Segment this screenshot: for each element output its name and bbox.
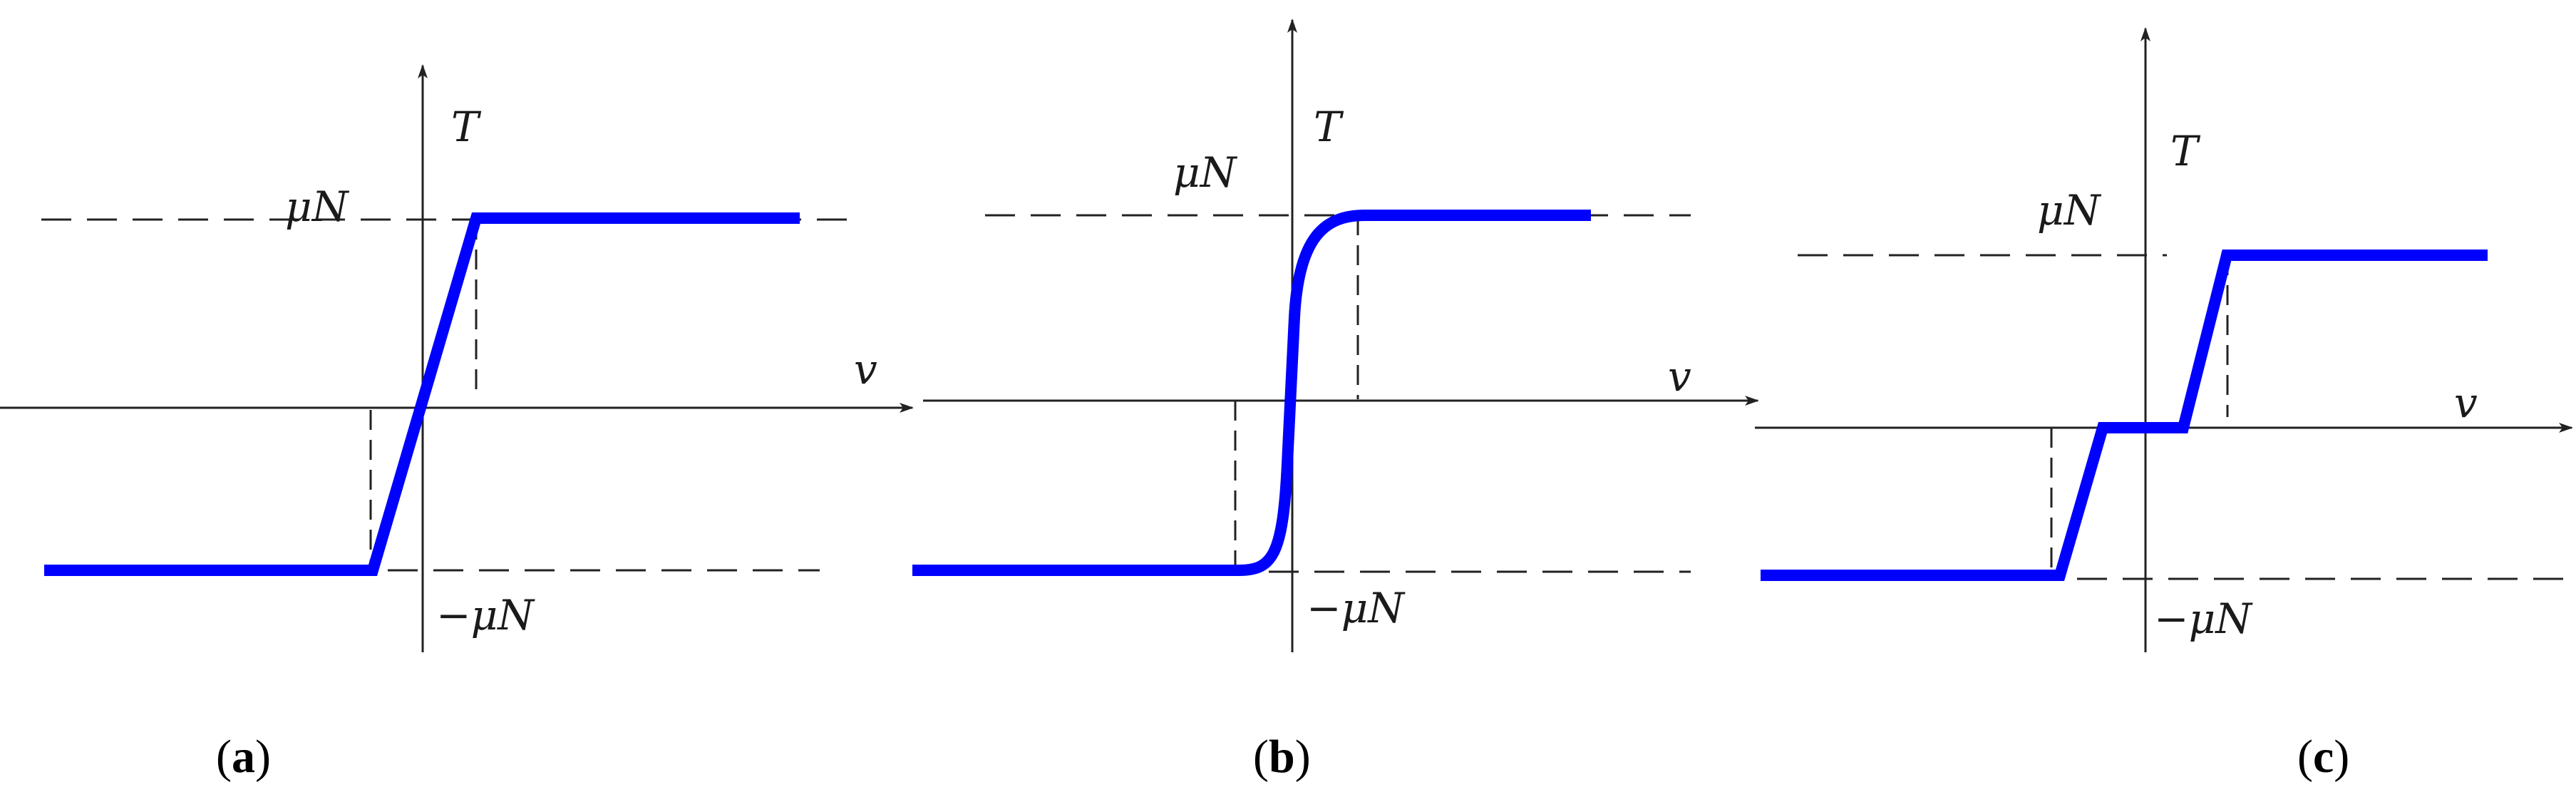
panel-caption: (b) [1253,731,1311,783]
y-axis-label: T [451,103,482,151]
caption-close-paren: ) [2334,731,2349,783]
x-axis-label: v [1668,352,1691,401]
y-axis-label: T [1314,103,1344,151]
friction-curve [1761,250,2488,581]
caption-close-paren: ) [255,731,271,783]
panel-a: T v μN −μN (a) [0,64,914,783]
upper-limit-label: μN [285,182,350,231]
panel-b: T v μN −μN (b) [912,19,1759,783]
caption-open-paren: ( [1253,731,1269,783]
lower-limit-label: −μN [1307,584,1406,632]
caption-letter: b [1269,731,1295,783]
x-axis-label: v [854,345,877,394]
caption-letter: c [2313,731,2334,783]
caption-open-paren: ( [2297,731,2313,783]
lower-limit-label: −μN [2154,595,2253,643]
y-axis-label: T [2170,127,2201,175]
panel-caption: (c) [2297,731,2349,783]
upper-limit-label: μN [2037,186,2102,235]
friction-curve [44,212,800,576]
x-axis-label: v [2454,379,2478,427]
friction-curve [912,210,1591,576]
caption-close-paren: ) [1295,731,1311,783]
panel-caption: (a) [216,731,271,783]
upper-limit-label: μN [1173,148,1238,197]
lower-limit-label: −μN [436,591,535,639]
caption-open-paren: ( [216,731,232,783]
caption-letter: a [232,731,255,783]
panel-c: T v μN −μN (c) [1755,27,2573,783]
